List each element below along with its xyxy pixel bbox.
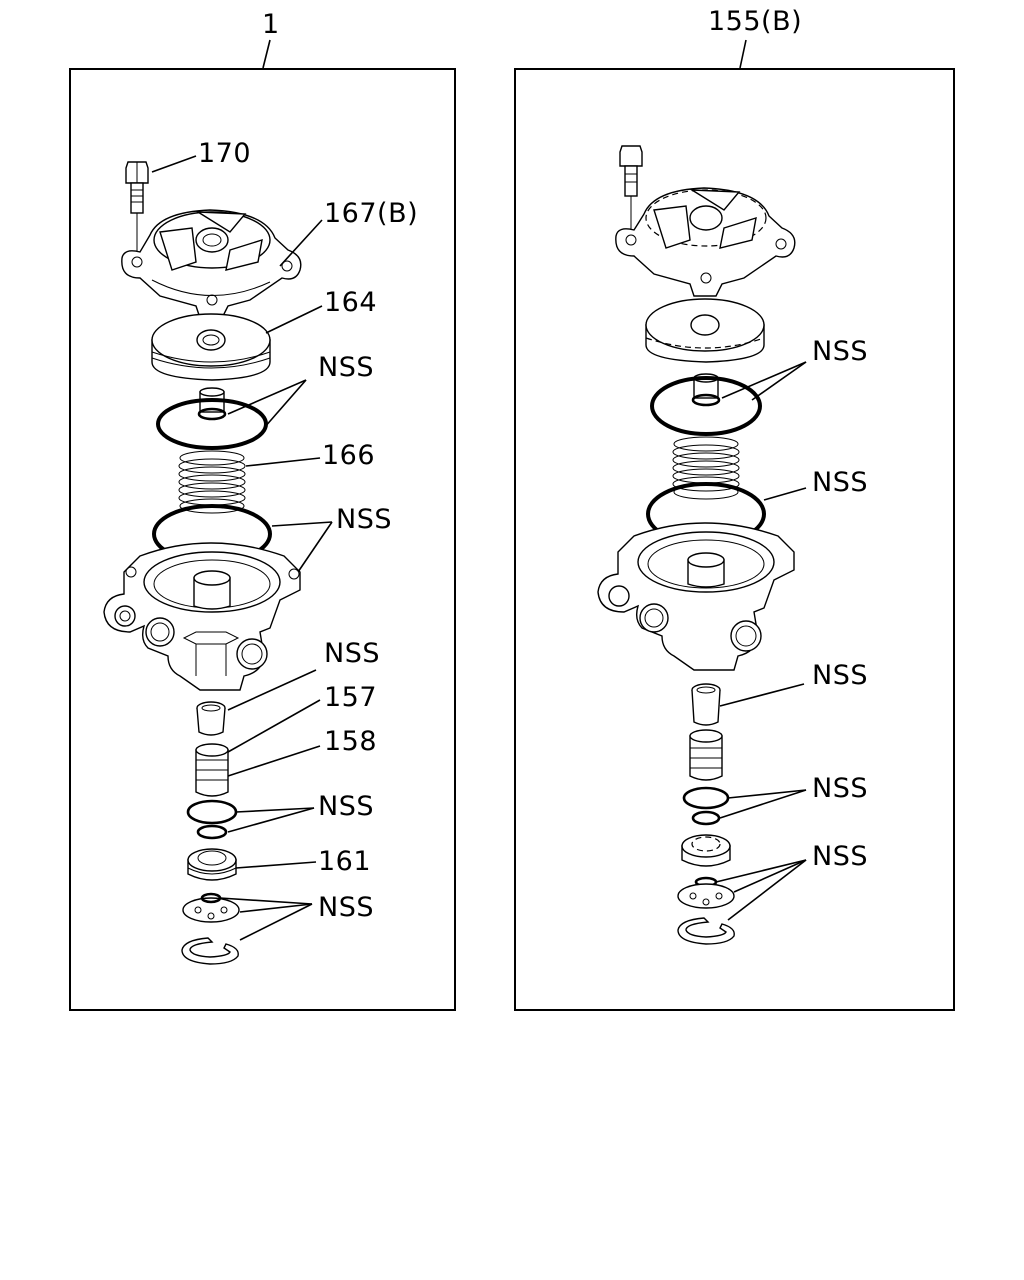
ghost-valve-body: [597, 522, 795, 671]
kit-label-nss-3: NSS: [812, 660, 868, 691]
kit-leader-nss-5a: [715, 859, 807, 883]
label-nss-3: NSS: [324, 638, 380, 669]
kit-leader-nss-4a: [727, 789, 807, 799]
exhaust-valve-161: [187, 848, 237, 881]
kit-label-nss-5: NSS: [812, 841, 868, 872]
label-158: 158: [324, 726, 377, 757]
leader-nss-2a: [271, 521, 333, 527]
kit-callout: 155(B): [708, 6, 802, 37]
inlet-valve-157: [196, 701, 226, 736]
kit-label-nss-4: NSS: [812, 773, 868, 804]
leader-170: [151, 155, 197, 173]
leader-nss-5b: [239, 903, 313, 913]
kit-panel-frame: [514, 68, 955, 1011]
bolt-170: [125, 161, 149, 262]
assembly-panel-frame: [69, 68, 456, 1011]
leader-157: [227, 699, 321, 753]
kit-label-nss-1: NSS: [812, 336, 868, 367]
kit-leader-nss-5c: [727, 859, 807, 921]
leader-nss-4b: [227, 807, 315, 833]
leader-167b: [279, 219, 323, 267]
ghost-valve-cover: [615, 187, 796, 297]
kit-leader-nss-1a: [721, 361, 807, 399]
kit-inlet-valve: [691, 683, 721, 726]
ghost-exhaust-valve: [681, 834, 731, 867]
valve-body: [103, 542, 301, 691]
label-nss-5: NSS: [318, 892, 374, 923]
leader-nss-3: [227, 669, 317, 711]
label-nss-4: NSS: [318, 791, 374, 822]
leader-nss-1b: [263, 379, 307, 429]
kit-label-nss-2: NSS: [812, 467, 868, 498]
valve-guide-158: [195, 743, 229, 797]
kit-stem-seal-set: [650, 373, 762, 436]
ghost-spring: [672, 436, 740, 500]
label-157: 157: [324, 682, 377, 713]
washer-snap-ring: [181, 892, 240, 965]
label-nss-1: NSS: [318, 352, 374, 383]
leader-nss-2b: [297, 521, 333, 573]
kit-washer-snap-ring: [677, 876, 735, 945]
kit-leader-nss-5b: [733, 859, 807, 893]
assembly-callout: 1: [262, 9, 280, 40]
kit-callout-leader: [739, 39, 747, 69]
valve-cover-167: [121, 209, 302, 319]
label-161: 161: [318, 846, 371, 877]
ghost-piston: [645, 298, 765, 363]
leader-161: [235, 861, 317, 869]
kit-panel: 155(B): [514, 6, 955, 1011]
kit-leader-nss-2: [763, 487, 807, 501]
kit-small-o-ring-a: [682, 786, 730, 810]
kit-leader-nss-1b: [751, 361, 807, 401]
stem-seal-set: [156, 387, 268, 450]
small-o-ring-a: [186, 799, 238, 825]
kit-small-o-ring-b: [691, 810, 721, 826]
kit-leader-nss-3: [719, 683, 805, 707]
spring-166: [178, 450, 246, 514]
leader-158: [227, 745, 321, 777]
assembly-callout-leader: [262, 39, 271, 69]
piston-164: [151, 313, 271, 381]
label-167b: 167(B): [324, 198, 418, 229]
ghost-valve-guide: [689, 729, 723, 781]
leader-nss-5a: [219, 897, 313, 905]
leader-166: [245, 457, 321, 467]
label-166: 166: [322, 440, 375, 471]
ghost-bolt: [619, 145, 643, 240]
assembly-panel: 1 170 167(B): [69, 9, 456, 1011]
leader-nss-5c: [239, 903, 313, 941]
label-nss-2: NSS: [336, 504, 392, 535]
leader-nss-1a: [227, 379, 307, 415]
leader-164: [265, 305, 323, 334]
label-170: 170: [198, 138, 251, 169]
label-164: 164: [324, 287, 377, 318]
small-o-ring-b: [196, 824, 228, 840]
kit-leader-nss-4b: [719, 789, 807, 819]
leader-nss-4a: [235, 807, 315, 813]
